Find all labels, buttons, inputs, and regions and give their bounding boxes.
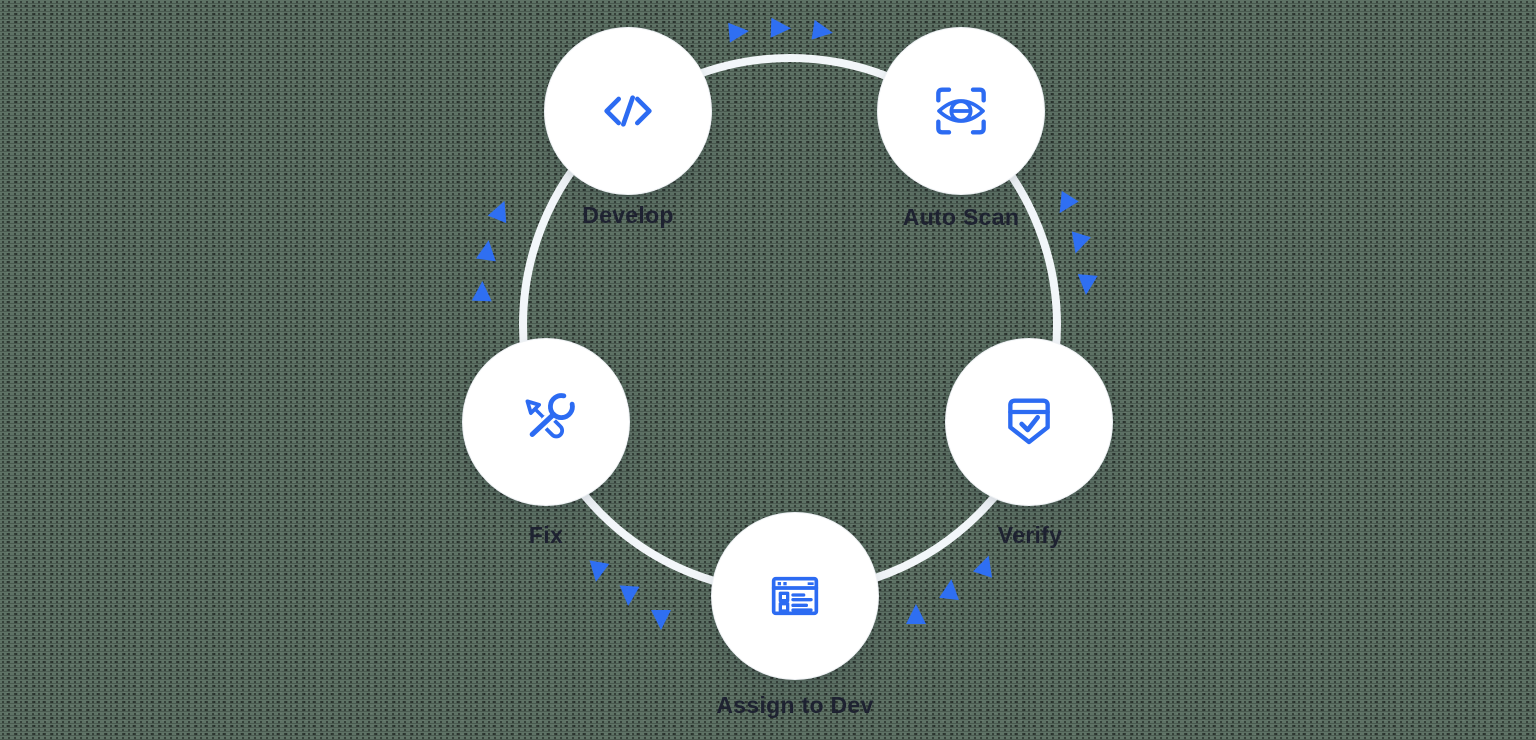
flow-arrow xyxy=(973,555,993,578)
flow-arrow xyxy=(1059,190,1079,214)
flow-arrow xyxy=(939,579,959,601)
flow-arrow xyxy=(906,604,926,624)
flow-arrow xyxy=(1077,274,1098,295)
flow-arrow xyxy=(811,19,833,40)
flow-arrow xyxy=(589,560,610,582)
flow-arrow xyxy=(770,17,791,38)
flow-arrow xyxy=(728,22,749,43)
task-window-icon xyxy=(763,564,827,628)
tools-icon xyxy=(513,389,579,455)
flow-arrow xyxy=(475,240,496,262)
code-icon xyxy=(596,79,660,143)
flow-arrow xyxy=(651,610,671,630)
node-verify xyxy=(945,338,1113,506)
node-develop xyxy=(544,27,712,195)
flow-arrow xyxy=(471,281,492,302)
flow-arrow xyxy=(487,200,507,224)
node-assign-to-dev xyxy=(711,512,879,680)
flow-arrow xyxy=(619,585,640,606)
step-label-verify: Verify xyxy=(997,522,1063,548)
flow-arrow xyxy=(1071,231,1091,254)
step-label-assign-to-dev: Assign to Dev xyxy=(716,692,874,718)
node-auto-scan xyxy=(877,27,1045,195)
flow-arrows xyxy=(471,17,1098,630)
step-label-develop: Develop xyxy=(582,202,674,228)
eye-scan-icon xyxy=(929,79,993,143)
step-label-fix: Fix xyxy=(528,522,564,548)
node-fix xyxy=(462,338,630,506)
badge-check-icon xyxy=(997,390,1061,454)
step-label-auto-scan: Auto Scan xyxy=(902,204,1020,230)
